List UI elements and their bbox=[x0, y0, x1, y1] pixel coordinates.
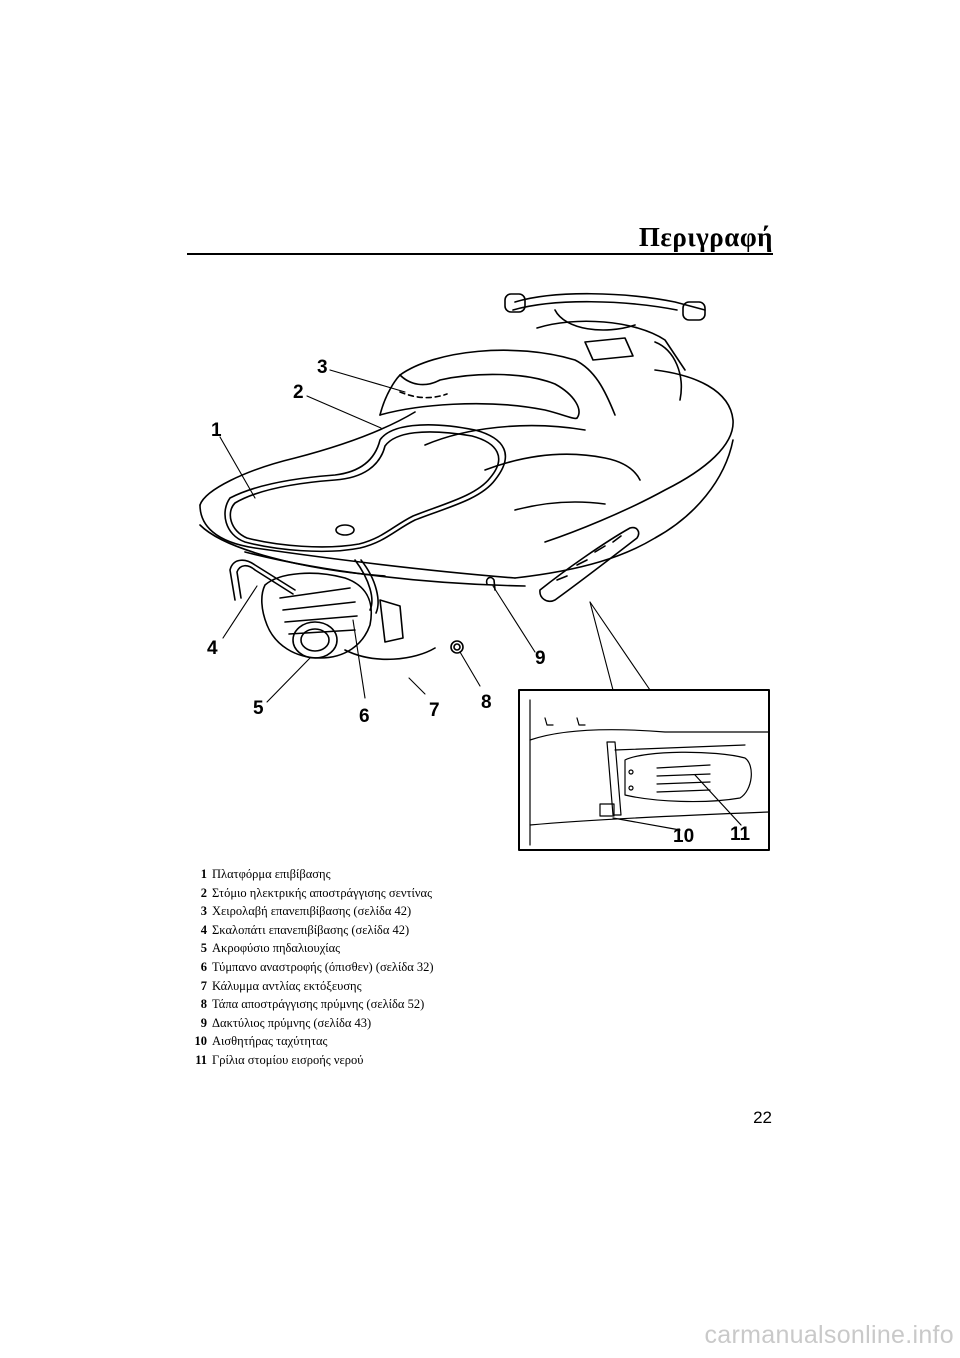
handlebar-outline bbox=[514, 292, 706, 311]
hull-left-rail bbox=[199, 411, 416, 506]
callout-4: 4 bbox=[207, 638, 218, 659]
callout-5: 5 bbox=[253, 698, 264, 719]
speed-sensor bbox=[599, 803, 615, 817]
callout-2: 2 bbox=[293, 382, 304, 403]
watermark: carmanualsonline.info bbox=[704, 1321, 954, 1349]
page-title: Περιγραφή bbox=[638, 222, 773, 252]
boarding-platform bbox=[224, 424, 507, 553]
title-rule bbox=[187, 253, 773, 255]
callout-10: 10 bbox=[673, 826, 694, 847]
seat-outline bbox=[399, 349, 616, 416]
callout-3: 3 bbox=[317, 357, 328, 378]
callout-11: 11 bbox=[730, 824, 751, 845]
stern-drain-plug bbox=[450, 640, 464, 654]
watercraft-illustration: 1 2 3 4 5 6 7 8 9 10 11 bbox=[185, 280, 775, 855]
steering-nozzle bbox=[292, 621, 338, 659]
stern-eye bbox=[485, 576, 496, 591]
callout-7: 7 bbox=[429, 700, 440, 721]
inset-detail-box bbox=[518, 689, 770, 851]
callout-1: 1 bbox=[211, 420, 222, 441]
page-number: 22 bbox=[753, 1108, 772, 1127]
hull-right-rail bbox=[544, 369, 734, 543]
console-outline bbox=[536, 320, 686, 371]
reboarding-step bbox=[229, 559, 296, 601]
callout-6: 6 bbox=[359, 706, 370, 727]
callout-8: 8 bbox=[481, 692, 492, 713]
side-sponson bbox=[539, 526, 640, 603]
intake-grate bbox=[624, 751, 752, 803]
callout-9: 9 bbox=[535, 648, 546, 669]
